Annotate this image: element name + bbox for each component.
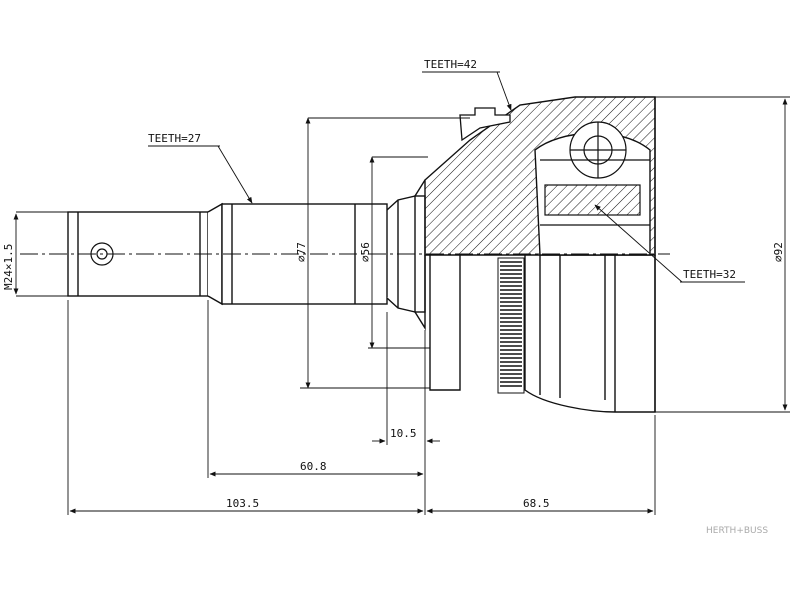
inner-race bbox=[540, 121, 650, 226]
abs-ring-teeth bbox=[500, 261, 522, 387]
teeth-shaft-label: TEETH=27 bbox=[148, 132, 201, 145]
len-103-5-label: 103.5 bbox=[226, 497, 259, 510]
teeth-inner-label: TEETH=32 bbox=[683, 268, 736, 281]
dia-92-label: ⌀92 bbox=[772, 242, 785, 262]
thread-dim-label: M24×1.5 bbox=[2, 244, 15, 290]
splined-shaft bbox=[221, 203, 388, 305]
leader-lines bbox=[148, 71, 745, 283]
housing-lower-outline bbox=[429, 255, 461, 391]
len-68-5-label: 68.5 bbox=[523, 497, 550, 510]
len-10-5-label: 10.5 bbox=[390, 427, 417, 440]
dia-77-label: ⌀77 bbox=[295, 242, 308, 262]
housing-notch bbox=[459, 107, 511, 142]
dimension-lines bbox=[13, 96, 790, 515]
teeth-outer-label: TEETH=42 bbox=[424, 58, 477, 71]
dia-56-label: ⌀56 bbox=[359, 242, 372, 262]
brand-watermark: HERTH+BUSS bbox=[706, 526, 768, 536]
len-60-8-label: 60.8 bbox=[300, 460, 327, 473]
